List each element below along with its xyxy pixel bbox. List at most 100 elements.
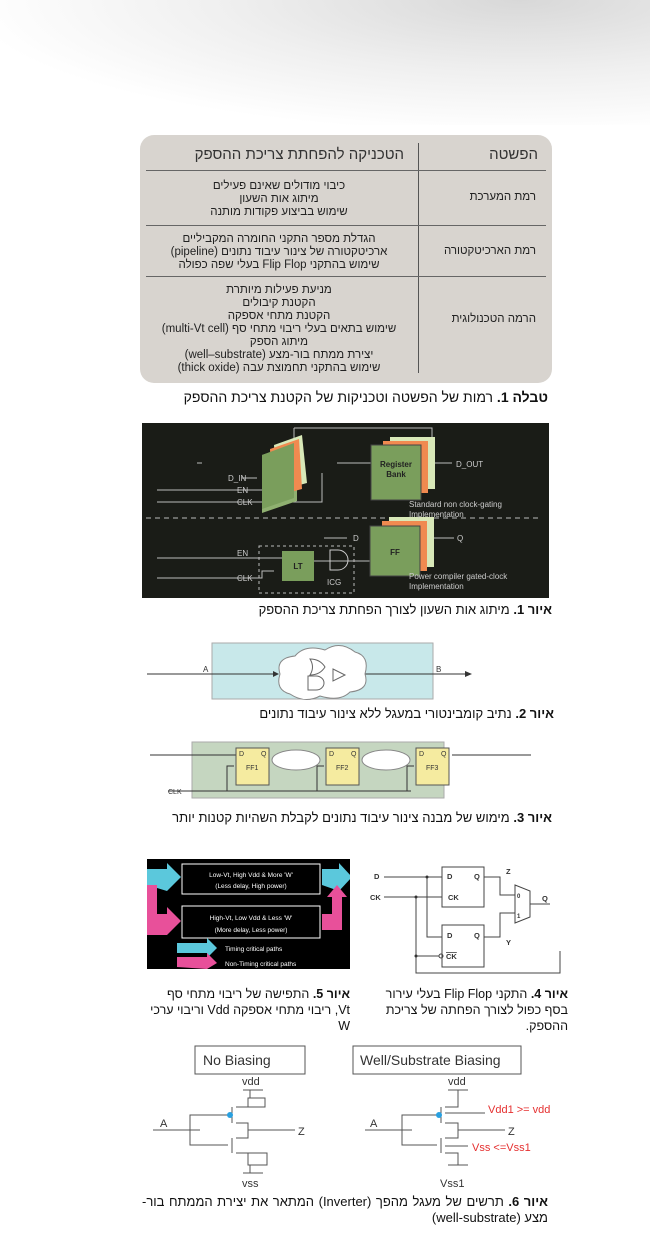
row-divider [146,225,546,226]
figure-1-caption: איור 1. מיתוג אות השעון לצורך הפחתת צריכ… [259,602,552,618]
technique: שימוש בהתקני תחמוצת עבה (thick oxide) [177,362,381,374]
box2-title: High-Vt, Low Vdd & Less 'W' [210,915,293,922]
label-en: EN [237,549,248,558]
label-clk: CLK [237,498,253,507]
label-y: Y [506,938,511,947]
figure-4-caption: איור 4. התקני Flip Flop בעלי עירור בסף כ… [368,986,568,1034]
label-power-compiler: Power compiler gated-clock [409,572,508,581]
label-d: D [374,872,380,881]
label-lt: LT [293,562,302,571]
table-1: הפשטה הטכניקה להפחתת צריכת ההספק רמת המע… [140,135,552,383]
legend-non-timing: Non-Timing critical paths [225,961,297,968]
figure-4-dual-edge-flipflop: D CK D Q CK D Q CK Z Y 0 1 Q [370,866,561,974]
label-q: Q [441,751,447,758]
label-en: EN [237,486,248,495]
column-divider [418,143,419,373]
row-divider [146,276,546,277]
row-techniques: מניעת פעילות מיותרת הקטנת קיבולים הקטנת … [140,284,418,375]
technique: שימוש בהתקני Flip Flop בעלי שפה כפולה [178,259,380,271]
box1-subtitle: (Less delay, High power) [215,883,286,890]
technique: כיבוי מודולים שאינם פעילים [212,180,346,192]
row-level: רמת המערכת [469,191,536,203]
technique: הקטנת מתחי אספקה [227,310,331,322]
caption-text: תרשים של מעגל מהפך (Inverter) המתאר את י… [142,1194,548,1225]
label-a: A [370,1118,378,1130]
label-vss: vss [242,1178,259,1190]
technique: מיתוג אות השעון [239,193,319,205]
label-q: Q [457,534,463,543]
label-q: Q [351,751,357,758]
label-ck: CK [448,893,459,902]
caption-label: איור 3. [513,810,552,825]
figure-2-caption: איור 2. נתיב קומבינטורי במעגל ללא צינור … [259,706,554,722]
technique: הקטנת קיבולים [242,297,316,309]
label-q: Q [261,751,267,758]
label-z: Z [508,1126,515,1138]
label-no-biasing: No Biasing [203,1052,271,1068]
pink-arrow [147,885,181,935]
label-a: A [203,665,209,674]
label-z: Z [506,867,511,876]
figure-3-pipeline: D Q D Q D Q FF1 FF2 FF3 CLK [150,741,531,799]
label-z: Z [298,1126,305,1138]
label-vdd1: Vdd1 >= vdd [488,1104,550,1116]
table-caption: טבלה 1. רמות של הפשטה וטכניקות של הקטנת … [184,389,548,405]
row-level: הרמה הטכנולוגית [451,313,536,325]
caption-label: טבלה 1. [496,389,548,405]
technique: מיתוג הספק [249,336,309,348]
caption-label: איור 4. [530,987,568,1001]
row-divider [146,170,546,171]
technique: מניעת פעילות מיותרת [226,284,332,296]
label-d: D [447,931,453,940]
caption-text: נתיב קומבינטורי במעגל ללא צינור עיבוד נת… [259,706,516,721]
label-q: Q [474,872,480,881]
row-techniques: הגדלת מספר התקני החומרה המקביליים ארכיטק… [140,233,418,272]
technique: יצירת ממתח בור-מצע (well–substrate) [184,349,374,361]
label-d: D [329,751,334,758]
label-vss1: Vss1 [440,1178,464,1190]
caption-text: מיתוג אות השעון לצורך הפחתת צריכת ההספק [258,602,514,617]
technique: ארכיטקטורה של צינור עיבוד נתונים (pipeli… [170,246,388,258]
label-well-biasing: Well/Substrate Biasing [360,1052,501,1068]
label-ff3: FF3 [426,765,439,772]
cyan-arrow [322,863,350,891]
label-d: D [419,751,424,758]
caption-text: רמות של הפשטה וטכניקות של הקטנת צריכת הה… [183,389,497,405]
label-ck: CK [370,893,381,902]
caption-label: איור 5. [312,987,350,1001]
label-q-out: Q [542,894,548,903]
figure-1-clock-gating: D_IN D_OUT EN CLK Register Bank Standard… [142,423,549,598]
label-standard: Standard non clock-gating [409,500,502,509]
label-mux-0: 0 [517,894,521,900]
label-implementation: Implementation [409,510,464,519]
label-q: Q [474,931,480,940]
label-dout: D_OUT [456,460,483,469]
label-din: D_IN [228,474,246,483]
row-level: רמת הארכיטקטורה [443,245,536,257]
technique: הגדלת מספר התקני החומרה המקביליים [182,233,376,245]
label-ck-bar: CK [446,952,457,961]
label-mux-1: 1 [517,914,521,920]
label-clk: CLK [168,789,182,796]
label-vdd: vdd [448,1076,466,1088]
legend-timing: Timing critical paths [225,946,283,953]
label-d: D [447,872,453,881]
technique: שימוש בביצוע פקודות מותנה [210,206,348,218]
label-register: Register [380,460,412,469]
row-techniques: כיבוי מודולים שאינם פעילים מיתוג אות השע… [140,180,418,219]
technique: שימוש בתאים בעלי ריבוי מתחי סף (multi-Vt… [161,323,397,335]
figure-6-inverter-biasing: No Biasing Well/Substrate Biasing vdd vs… [153,1045,550,1190]
figure-6-caption: איור 6. תרשים של מעגל מהפך (Inverter) המ… [142,1194,548,1226]
figure-3-caption: איור 3. מימוש של מבנה צינור עיבוד נתונים… [172,810,552,826]
label-ff: FF [390,548,400,557]
label-d: D [353,534,359,543]
header-wave-decoration [0,0,650,125]
cyan-arrow [147,863,181,891]
label-ff2: FF2 [336,765,349,772]
figure-2-combinational-path: A B [147,642,472,700]
figure-5-caption: איור 5. התפישה של ריבוי מתחי סף Vt, ריבו… [150,986,350,1034]
legend-pink-arrow [177,953,217,969]
pink-arrow [322,885,347,930]
label-d: D [239,751,244,758]
label-ff1: FF1 [246,765,259,772]
